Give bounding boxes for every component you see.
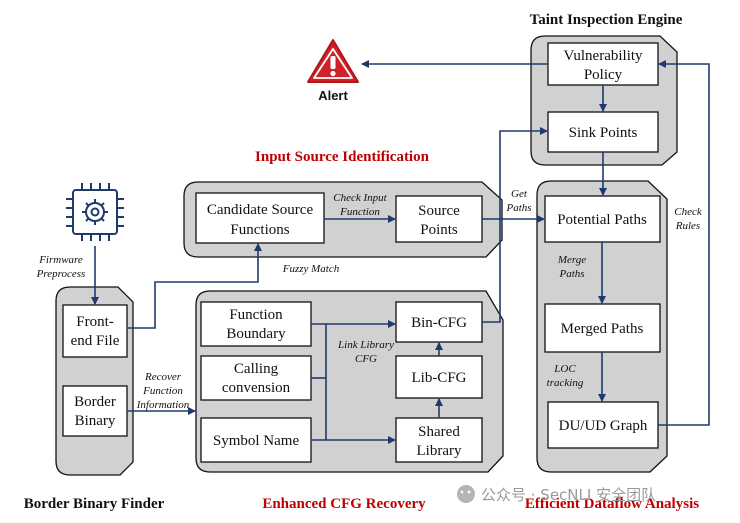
potential-paths-label: Potential Paths (557, 212, 647, 228)
chip-gear-icon (66, 183, 124, 241)
fuzzy-match-label: Fuzzy Match (282, 263, 340, 275)
sink-points-label: Sink Points (569, 125, 638, 141)
symbol-name-box (200, 417, 312, 463)
candidate-source-functions-box (195, 192, 325, 244)
border-finder-title: Border Binary Finder (24, 496, 165, 512)
source-points-line2: Points (420, 222, 458, 238)
function-boundary-line1: Function (229, 307, 283, 323)
alert-label: Alert (318, 88, 348, 103)
shared-library-box (395, 417, 483, 463)
sink-points-box (547, 111, 659, 153)
watermark-text: 公众号 · SecNLI 安全团队 (481, 486, 656, 504)
border-binary-box (62, 385, 128, 437)
check-rules-loop-arrow (658, 60, 710, 426)
get-paths-label-1: Get (511, 188, 528, 200)
lib-cfg-label: Lib-CFG (411, 370, 466, 386)
shared-library-line2: Library (417, 443, 462, 459)
front-end-file-line1: Front- (76, 314, 114, 330)
front-end-file-box (62, 304, 128, 358)
bin-cfg-label: Bin-CFG (411, 315, 467, 331)
candidate-source-line2: Functions (230, 222, 289, 238)
bin-cfg-to-sink-arrow (482, 127, 548, 323)
vulnerability-policy-line2: Policy (584, 67, 623, 83)
check-rules-label-2: Rules (675, 220, 700, 232)
loc-tracking-label-2: tracking (547, 377, 584, 389)
merged-paths-label: Merged Paths (561, 321, 644, 337)
symbol-name-label: Symbol Name (213, 433, 300, 449)
recover-label-1: Recover (144, 371, 182, 383)
get-paths-label-2: Paths (505, 202, 531, 214)
function-boundary-box (200, 301, 312, 347)
vulnerability-policy-line1: Vulnerability (563, 48, 643, 64)
calling-convension-line2: convension (222, 380, 291, 396)
warning-triangle-icon (307, 39, 359, 83)
firmware-label-2: Preprocess (36, 268, 86, 280)
function-boundary-line2: Boundary (226, 326, 286, 342)
link-library-label-2: CFG (355, 353, 377, 365)
merge-paths-label-2: Paths (558, 268, 584, 280)
border-binary-line1: Border (74, 394, 116, 410)
calling-convension-line1: Calling (234, 361, 279, 377)
dataflow-title: Efficient Dataflow Analysis (525, 496, 699, 512)
link-library-label-1: Link Library (337, 339, 394, 351)
merge-paths-label-1: Merge (557, 254, 586, 266)
source-points-box (395, 195, 483, 243)
check-input-label-1: Check Input (333, 192, 387, 204)
fuzzy-match-arrow (127, 243, 262, 329)
firmware-label-1: Firmware (38, 254, 83, 266)
bin-cfg-box (395, 301, 483, 343)
cfg-recovery-title: Enhanced CFG Recovery (262, 496, 426, 512)
taint-engine-title: Taint Inspection Engine (530, 12, 683, 28)
watermark: 公众号 · SecNLI 安全团队 (457, 485, 656, 504)
check-rules-label-1: Check (674, 206, 703, 218)
front-end-file-line2: end File (71, 333, 120, 349)
input-source-title: Input Source Identification (255, 149, 430, 165)
recover-label-3: Information (136, 399, 190, 411)
check-input-label-2: Function (339, 206, 380, 218)
candidate-source-line1: Candidate Source (207, 202, 314, 218)
lib-cfg-box (395, 355, 483, 399)
source-points-line1: Source (418, 203, 460, 219)
du-ud-graph-label: DU/UD Graph (559, 418, 648, 434)
recover-label-2: Function (142, 385, 183, 397)
border-binary-line2: Binary (75, 413, 116, 429)
du-ud-graph-box (547, 401, 659, 449)
loc-tracking-label-1: LOC (553, 363, 576, 375)
shared-library-line1: Shared (418, 424, 460, 440)
